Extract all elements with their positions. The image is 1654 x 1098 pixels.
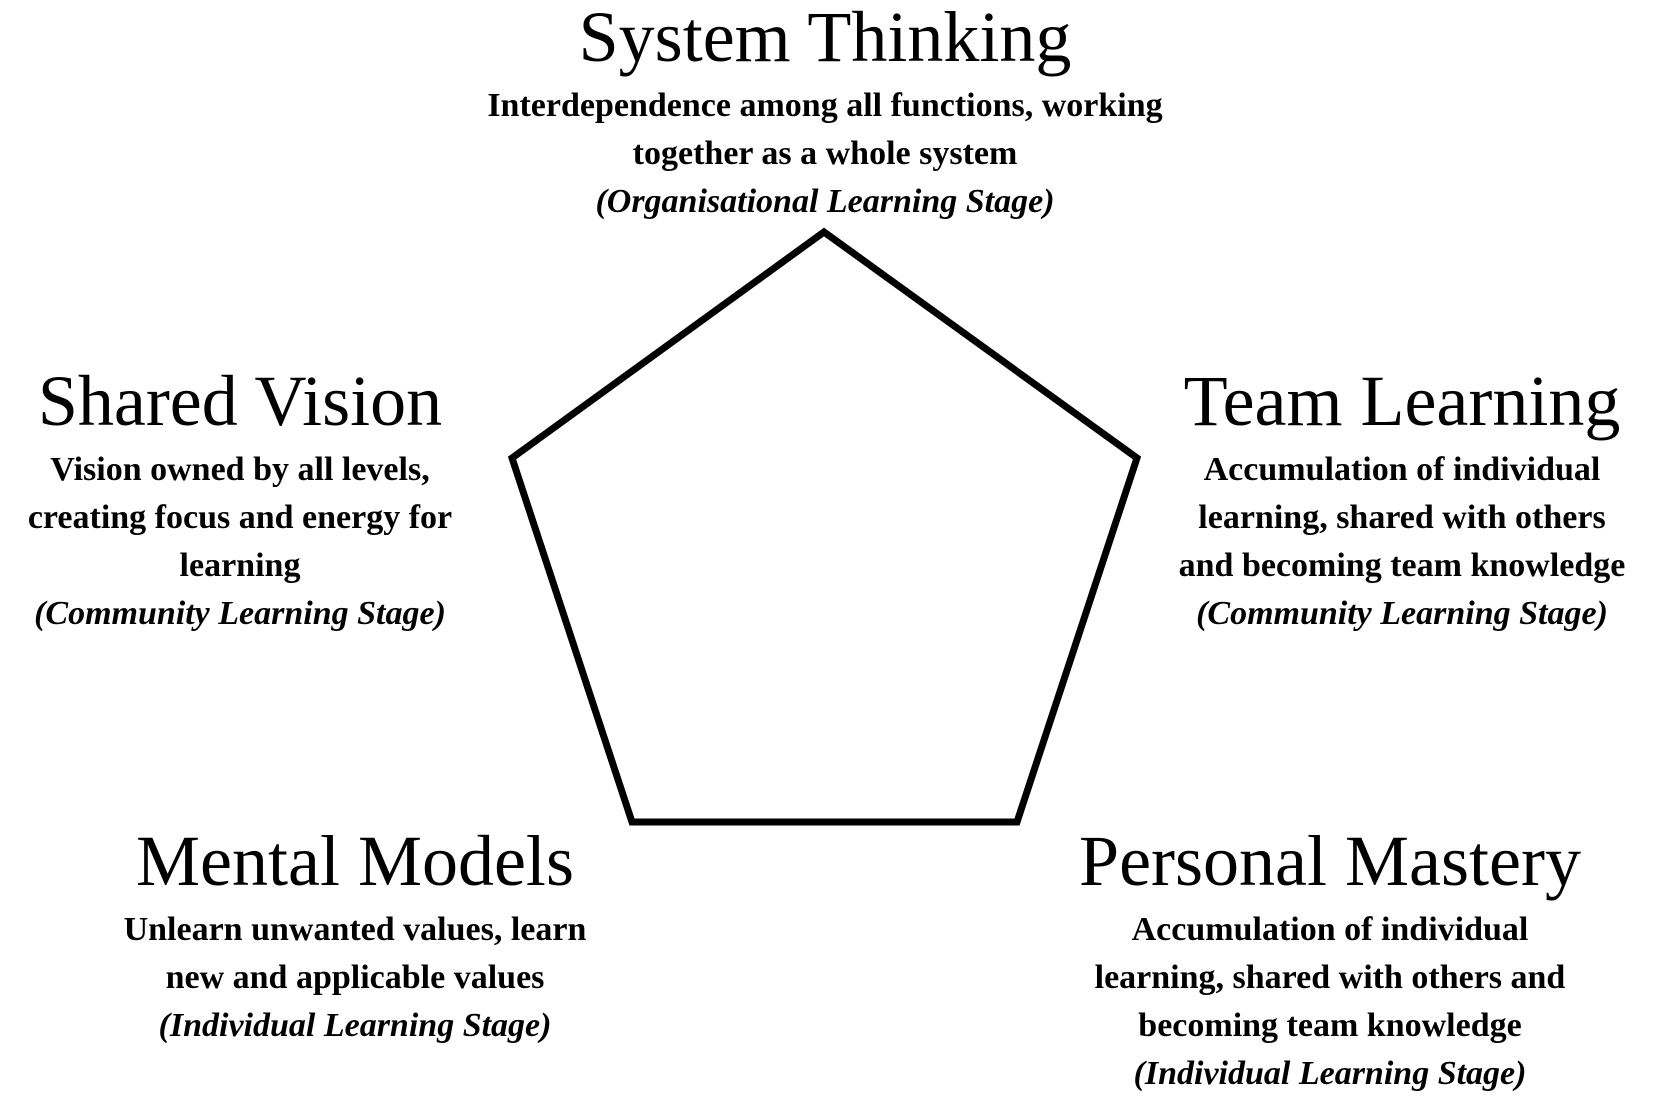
node-stage: (Individual Learning Stage) <box>1133 1055 1527 1092</box>
node-description-line: Unlearn unwanted values, learn <box>123 911 587 948</box>
node-system-thinking: System Thinking Interdependence among al… <box>430 0 1220 226</box>
node-title: Mental Models <box>136 821 574 901</box>
node-team-learning: Team Learning Accumulation of individual… <box>1150 360 1654 638</box>
node-personal-mastery: Personal Mastery Accumulation of individ… <box>1050 820 1610 1098</box>
node-description-line: Accumulation of individual <box>1203 451 1601 488</box>
node-title: Personal Mastery <box>1079 821 1581 901</box>
node-stage: (Individual Learning Stage) <box>158 1007 552 1044</box>
node-description-line: Accumulation of individual <box>1131 911 1529 948</box>
node-description-line: learning, shared with others <box>1198 499 1606 536</box>
node-description-line: learning, shared with others and <box>1094 959 1566 996</box>
node-description-line: learning <box>179 547 301 584</box>
node-stage: (Community Learning Stage) <box>1196 595 1608 632</box>
node-mental-models: Mental Models Unlearn unwanted values, l… <box>80 820 630 1050</box>
node-stage: (Community Learning Stage) <box>34 595 446 632</box>
node-stage: (Organisational Learning Stage) <box>595 183 1055 220</box>
node-description-line: Interdependence among all functions, wor… <box>487 87 1163 124</box>
node-title: Shared Vision <box>37 361 443 441</box>
node-shared-vision: Shared Vision Vision owned by all levels… <box>0 360 480 638</box>
node-description-line: new and applicable values <box>165 959 545 996</box>
node-description-line: Vision owned by all levels, <box>50 451 430 488</box>
node-description-line: becoming team knowledge <box>1138 1007 1522 1044</box>
pentagon-shape <box>507 227 1142 826</box>
node-description-line: and becoming team knowledge <box>1178 547 1626 584</box>
node-description-line: together as a whole system <box>632 135 1018 172</box>
node-title: System Thinking <box>578 0 1072 77</box>
node-description-line: creating focus and energy for <box>27 499 453 536</box>
node-title: Team Learning <box>1183 361 1621 441</box>
